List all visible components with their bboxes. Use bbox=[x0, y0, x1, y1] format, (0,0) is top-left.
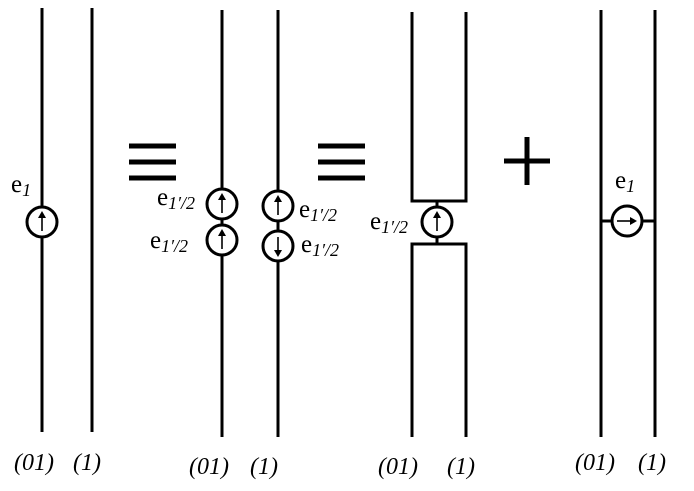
vertex-half-lower-right bbox=[261, 229, 295, 263]
col-label-1-p2: (1) bbox=[250, 454, 278, 480]
col-label-1-p1: (1) bbox=[73, 450, 101, 476]
panel-1: e1 bbox=[11, 8, 94, 432]
path-lower-p3 bbox=[410, 242, 468, 437]
label-ehalf-upper-right: e1′/2 bbox=[299, 196, 337, 225]
equiv-symbol-2 bbox=[318, 143, 365, 181]
col-label-01-p4: (01) bbox=[575, 450, 615, 476]
panel-2: e1′/2 e1′/2 e1′/2 e1′/2 bbox=[150, 10, 339, 437]
column-labels: (01) (1) (01) (1) (01) (1) (01) (1) bbox=[14, 450, 666, 480]
col-label-01-p2: (01) bbox=[189, 454, 229, 480]
vertex-half-upper-right bbox=[261, 189, 295, 223]
plus-symbol bbox=[504, 137, 550, 185]
panel-4: e1 bbox=[599, 10, 657, 437]
vertex-half-lower-left bbox=[205, 223, 239, 257]
equiv-symbol-1 bbox=[129, 143, 176, 181]
label-ehalf-lower-right: e1′/2 bbox=[301, 231, 339, 260]
label-ehalf-p3: e1′/2 bbox=[370, 208, 408, 237]
col-label-01-p3: (01) bbox=[378, 454, 418, 480]
arrow-head bbox=[38, 211, 46, 218]
label-e1-p4: e1 bbox=[615, 167, 635, 196]
vertex-half-upper-left bbox=[205, 187, 239, 221]
col-label-1-p3: (1) bbox=[447, 454, 475, 480]
label-ehalf-lower-left: e1′/2 bbox=[150, 227, 188, 256]
vertex-e1-p1 bbox=[25, 205, 59, 239]
vertex-e1-p4 bbox=[610, 204, 644, 238]
label-ehalf-upper-left: e1′/2 bbox=[157, 184, 195, 213]
col-label-1-p4: (1) bbox=[638, 450, 666, 476]
panel-3: e1′/2 bbox=[370, 12, 468, 437]
path-upper-p3 bbox=[410, 12, 468, 203]
label-e1-p1: e1 bbox=[11, 171, 31, 200]
col-label-01-p1: (01) bbox=[14, 450, 54, 476]
vertex-half-p3 bbox=[420, 205, 454, 239]
